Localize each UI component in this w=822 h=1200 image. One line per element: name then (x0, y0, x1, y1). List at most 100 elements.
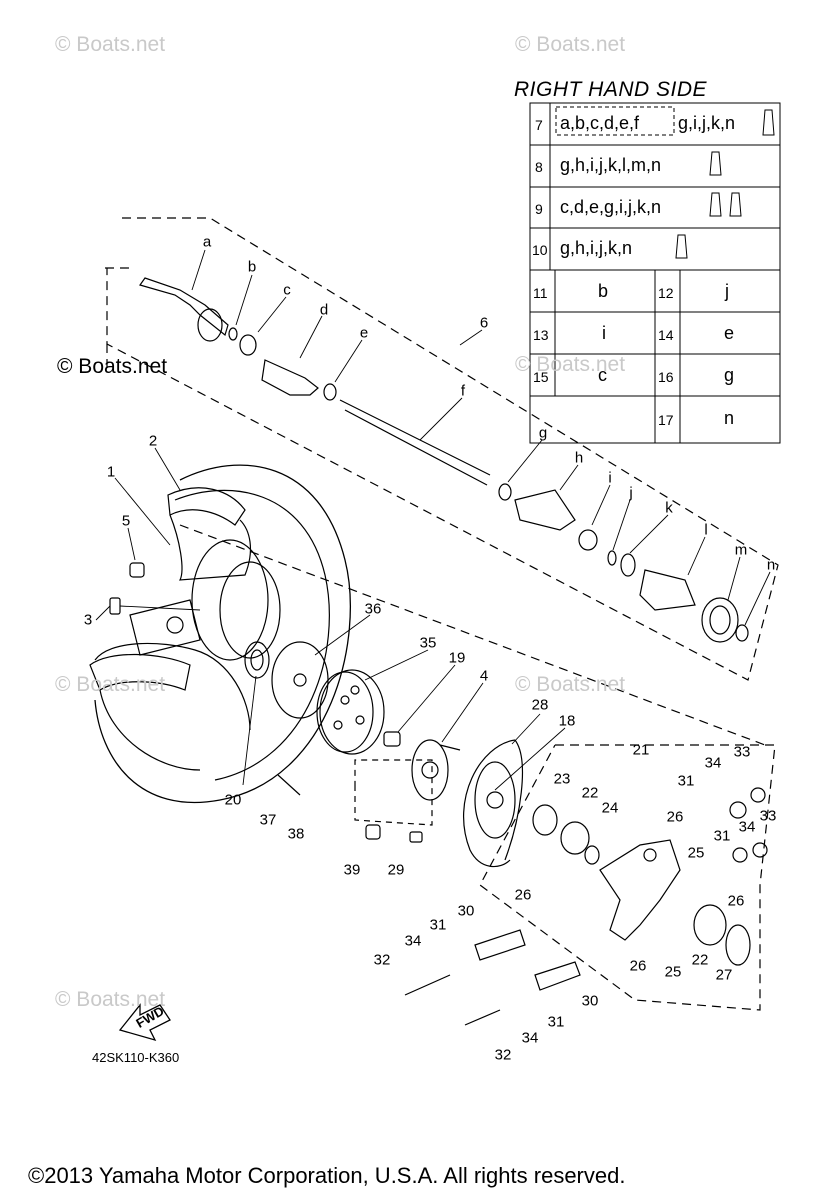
callout-label: c (283, 281, 291, 299)
callout-number: 34 (404, 932, 422, 950)
callout-number: 28 (531, 696, 549, 714)
callout-number: 29 (387, 861, 405, 879)
knuckle (532, 787, 768, 966)
callout-number: 31 (547, 1013, 565, 1031)
diagram-code: 42SK110-K360 (92, 1050, 180, 1065)
tube-icon (709, 192, 722, 217)
callout-number: 26 (666, 808, 684, 826)
table-row-num: 9 (535, 201, 543, 217)
callout-number: 33 (733, 743, 751, 761)
callout-number: 20 (224, 791, 242, 809)
table-pair-num: 13 (533, 327, 549, 343)
knuckle-group-outline (479, 744, 776, 1011)
watermark: © Boats.net (515, 673, 626, 696)
callout-number: 19 (448, 649, 466, 667)
watermark: © Boats.net (57, 355, 168, 378)
callout-label: n (766, 556, 776, 574)
fwd-arrow (118, 1003, 171, 1042)
shaft-group-outline (106, 217, 779, 681)
tube-icon (675, 234, 688, 259)
watermark: © Boats.net (55, 673, 166, 696)
part-32-bolt-b (464, 1009, 501, 1026)
part-4-flange (411, 739, 461, 801)
callout-number: 34 (738, 818, 756, 836)
table-row-num: 7 (535, 117, 543, 133)
callout-number: 24 (601, 799, 619, 817)
table-pair-val: i (602, 323, 606, 343)
part-32-bolt-a (404, 974, 451, 996)
table-pair-num: 11 (533, 285, 548, 301)
table-row-text: g,h,i,j,k,n (560, 238, 633, 258)
watermark: © Boats.net (55, 988, 166, 1011)
callout-number: 26 (727, 892, 745, 910)
table-row-num: 10 (532, 242, 548, 258)
table-pair-val: j (725, 281, 729, 301)
callout-number: 2 (148, 432, 158, 450)
callout-number: 33 (759, 807, 777, 825)
table-pair-num: 12 (658, 285, 674, 301)
table-pair-num: 15 (533, 369, 549, 385)
callout-number: 32 (494, 1046, 512, 1064)
table-pair-val: e (724, 323, 735, 343)
table-row-boxed-text: a,b,c,d,e,f (560, 113, 640, 133)
callout-number: 23 (553, 770, 571, 788)
callout-number: 4 (479, 667, 489, 685)
callout-number: 5 (121, 512, 131, 530)
callout-label: f (460, 382, 466, 400)
callout-number: 30 (581, 992, 599, 1010)
table-row-text: g,i,j,k,n (678, 113, 736, 133)
watermark: © Boats.net (515, 353, 626, 376)
table-pair-num: 14 (658, 327, 674, 343)
table-title: RIGHT HAND SIDE (514, 78, 708, 101)
table-row-num: 8 (535, 159, 543, 175)
callout-number: 26 (629, 957, 647, 975)
callout-label: i (608, 469, 612, 487)
callout-label: b (247, 258, 257, 276)
callout-number: 31 (677, 772, 695, 790)
callout-label: m (734, 541, 748, 559)
table-row-text: c,d,e,g,i,j,k,n (560, 197, 662, 217)
part-28-brake-disc (462, 739, 524, 868)
callout-number: 38 (287, 825, 305, 843)
part-30-collar-a (474, 929, 526, 961)
callout-number: 22 (581, 784, 599, 802)
part-20-bearing (244, 641, 270, 679)
callout-number: 21 (632, 741, 650, 759)
watermark: © Boats.net (515, 33, 626, 56)
callout-number: 34 (704, 754, 722, 772)
watermark: © Boats.net (55, 33, 166, 56)
callout-number: 36 (364, 600, 382, 618)
callout-number: 26 (514, 886, 532, 904)
table-pair-val: g (724, 365, 735, 385)
callout-number: 31 (713, 827, 731, 845)
callout-label: e (359, 324, 369, 342)
part-35-hub (316, 669, 385, 755)
table-pair-val: c (598, 365, 607, 385)
callout-label: h (574, 449, 584, 467)
table-pair-val: b (598, 281, 609, 301)
callout-number: 37 (259, 811, 277, 829)
callout-number: 25 (687, 844, 705, 862)
drive-shaft (139, 277, 749, 643)
table-row-text: g,h,i,j,k,l,m,n (560, 155, 662, 175)
tube-icon (709, 151, 722, 176)
tube-icon (729, 192, 742, 217)
callout-label: l (704, 521, 708, 539)
grease-tube-icons (675, 109, 775, 259)
part-30-collar-b (534, 961, 581, 991)
callout-number: 25 (664, 963, 682, 981)
callout-number: 1 (106, 463, 116, 481)
wheel-rim (89, 487, 281, 771)
table-pair-num: 16 (658, 369, 674, 385)
callout-number: 18 (558, 712, 576, 730)
callout-label: k (665, 499, 673, 517)
tire (94, 464, 351, 804)
callout-number: 34 (521, 1029, 539, 1047)
copyright-footer: ©2013 Yamaha Motor Corporation, U.S.A. A… (28, 1163, 626, 1188)
callout-label: a (202, 233, 212, 251)
callout-label: g (538, 424, 548, 442)
part-37-bolt (277, 774, 301, 796)
callout-number: 35 (419, 634, 437, 652)
callout-number: 31 (429, 916, 447, 934)
table-pair-val: n (724, 408, 735, 428)
